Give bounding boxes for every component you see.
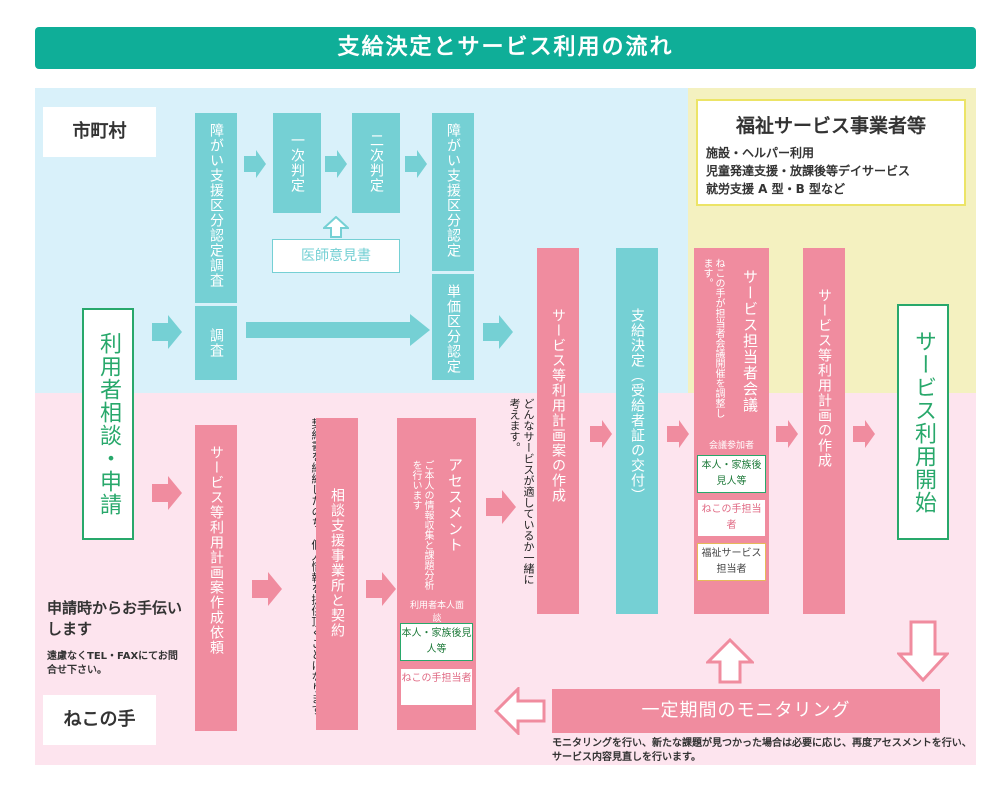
welfare-line: 就労支援 A 型・B 型など [706,182,845,196]
assessment-note: ご本人の情報収集と課題分析を行います [410,460,433,590]
left-arrow-icon [494,687,546,735]
assessment-title: アセスメント [446,457,464,553]
chevron-right-icon [483,315,513,349]
chevron-right-icon [405,150,427,178]
municipality-label: 市町村 [43,107,156,157]
consultation-application-box: 利用者相談・申請 [82,308,134,540]
service-meeting-box: サービス担当者会議 ねこの手が担当者会議開催を調整します。 会議参加者 本人・家… [694,248,769,614]
payment-decision: 支給決定（受給者証の交付） [616,248,658,614]
monitoring-note: モニタリングを行い、新たな課題が見つかった場合は必要に応じ、再度アセスメントを行… [552,738,972,763]
support-category-survey: 障がい支援区分認定調査 [195,113,237,303]
assessment-participants-heading: 利用者本人面談 [409,601,464,624]
support-body: 遠慮なくTEL・FAXにてお問合せ下さい。 [47,651,178,676]
assessment-box: アセスメント ご本人の情報収集と課題分析を行います 利用者本人面談 本人・家族後… [397,418,476,730]
chevron-right-icon [366,572,396,606]
support-category-certification: 障がい支援区分認定 [432,113,474,271]
chevron-right-icon [486,490,516,524]
chevron-right-icon [152,476,182,510]
service-plan-draft: サービス等利用計画案の作成 [537,248,579,614]
up-arrow-icon [706,638,754,684]
service-start-box: サービス利用開始 [897,304,949,540]
survey-box: 調査 [195,306,237,380]
long-arrow-head-icon [410,314,430,346]
support-heading: 申請時からお手伝いします [47,599,183,638]
service-meeting-title: サービス担当者会議 [741,269,759,413]
plan-draft-request: サービス等利用計画案作成依頼 [195,425,237,731]
meeting-participants-heading: 会議参加者 [708,441,754,451]
first-judgement: 一次判定 [273,113,321,213]
meeting-participant-welfare: 福祉サービス担当者 [697,543,766,581]
long-arrow-shaft [246,322,412,338]
chevron-right-icon [252,572,282,606]
chevron-right-icon [152,315,182,349]
welfare-services-box: 福祉サービス事業者等 施設・ヘルパー利用 児童発達支援・放課後等デイサービス 就… [696,99,966,206]
doctor-opinion-box: 医師意見書 [272,239,400,273]
second-judgement: 二次判定 [352,113,400,213]
contract-box: 相談支援事業所と契約 [316,418,358,730]
chevron-right-icon [853,420,875,448]
assessment-participant-nekonote: ねこの手担当者 [400,668,473,706]
assessment-participant-family: 本人・家族後見人等 [400,623,473,661]
meeting-participant-nekonote: ねこの手担当者 [697,499,766,537]
welfare-title: 福祉サービス事業者等 [735,115,926,137]
welfare-line: 児童発達支援・放課後等デイサービス [706,164,911,178]
welfare-line: 施設・ヘルパー利用 [706,146,815,160]
chevron-right-icon [325,150,347,178]
service-plan-creation: サービス等利用計画の作成 [803,248,845,614]
monitoring-box: 一定期間のモニタリング [552,689,940,733]
meeting-participant-family: 本人・家族後見人等 [697,455,766,493]
chevron-right-icon [590,420,612,448]
chevron-right-icon [244,150,266,178]
page-title: 支給決定とサービス利用の流れ [35,27,976,69]
down-arrow-icon [897,620,949,682]
meeting-note: ねこの手が担当者会議開催を調整します。 [701,258,724,418]
provider-label: ねこの手 [43,695,156,745]
plan-draft-note: どんなサービスが適しているか一緒に考えます。 [508,398,535,585]
chevron-right-icon [776,420,798,448]
chevron-right-icon [667,420,689,448]
unit-price-certification: 単価区分認定 [432,274,474,380]
up-arrow-icon [323,216,349,238]
